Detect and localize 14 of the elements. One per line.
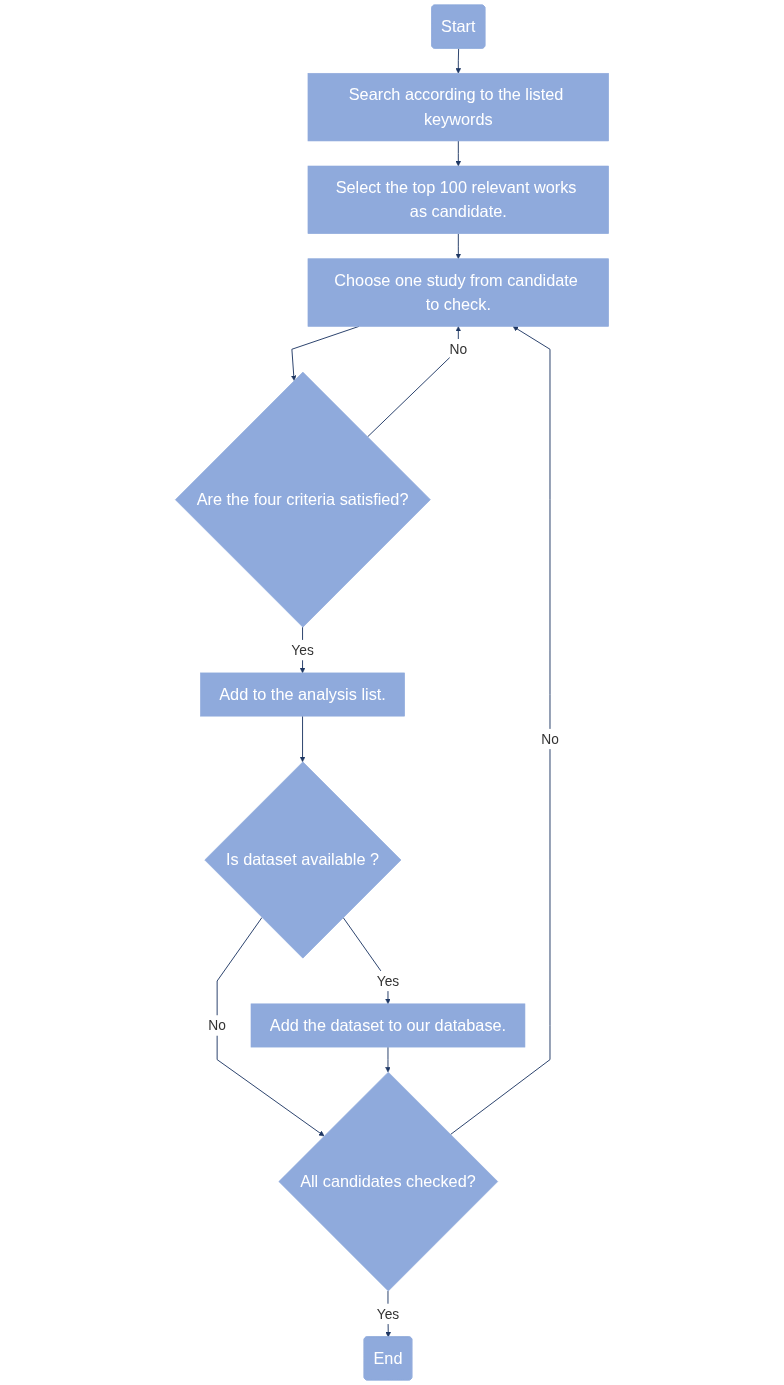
node-diamond: Is dataset available ? (204, 761, 402, 959)
edge-label: No (541, 731, 559, 747)
node-box: Choose one study from candidate to check. (307, 258, 609, 327)
node-diamond: Are the four criteria satisfied? (175, 371, 431, 628)
node-box: Select the top 100 relevant works as candidate. (307, 165, 609, 234)
edge-label: No (449, 341, 468, 358)
node-box: Search according to the listed keywords (307, 73, 609, 142)
edge-label: No (208, 1017, 226, 1034)
node-box: Add the dataset to our database. (250, 1003, 526, 1048)
node-diamond: All candidates checked? (278, 1071, 499, 1292)
node-box: Add to the analysis list. (200, 672, 405, 717)
edge-label: Yes (376, 973, 400, 989)
edge-label: Yes (291, 642, 314, 658)
edge-label: Yes (376, 1306, 400, 1322)
